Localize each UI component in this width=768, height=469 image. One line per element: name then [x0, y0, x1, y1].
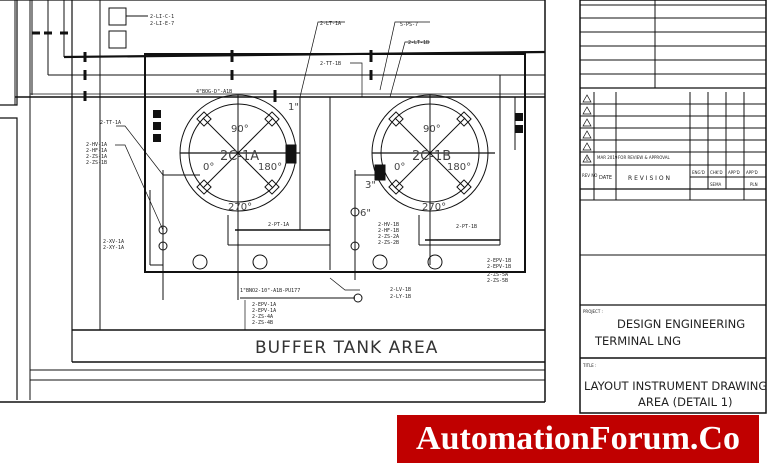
label-left-group-3: 2-ZS-1A [86, 154, 107, 160]
label-left-group-1: 2-HV-1A [86, 142, 107, 148]
tank-2c-1a [179, 94, 300, 300]
tank-right-0: 0° [394, 162, 405, 173]
label-right-group-4: 2-ZS-2B [378, 240, 399, 246]
label-xv-1a: 2-XV-1A [103, 239, 124, 245]
date-header: DATE [599, 175, 612, 181]
label-bottom-b-1: 2-EPV-1B [487, 258, 511, 264]
label-left-group-2: 2-HF-1A [86, 148, 107, 154]
title-line-2: AREA (DETAIL 1) [638, 395, 733, 409]
tank-left-270: 270° [228, 202, 252, 213]
label-right-group-3: 2-ZS-2A [378, 234, 399, 240]
label-bottom-a-4: 2-ZS-4B [252, 320, 273, 326]
title-line-1: LAYOUT INSTRUMENT DRAWING [584, 379, 767, 393]
label-top-box-1: 2-LI-C-1 [150, 14, 174, 20]
tank-tag-right: 2C-1B [412, 149, 451, 164]
tank-right-90: 90° [423, 124, 441, 135]
buffer-tank-area-box [144, 53, 526, 273]
label-xy-1a: 2-XY-1A [103, 245, 124, 251]
label-size-1: 1" [288, 102, 299, 113]
label-top-box-2: 2-LI-E-7 [150, 21, 174, 27]
tank-tag-left: 2C-1A [220, 149, 259, 164]
title-block [579, 0, 767, 414]
rev-no-header: REV NO [582, 173, 597, 178]
label-line-top: 4"BOG-D"-A1B [196, 89, 232, 95]
label-bottom-b-2: 2-EPV-1B [487, 264, 511, 270]
label-size-6: 6" [360, 208, 371, 219]
label-pt-1a: 2-PT-1A [268, 222, 289, 228]
tank-right-270: 270° [422, 202, 446, 213]
label-lt-1b: 2-LT-1B [408, 40, 429, 46]
sub-header-1: SEMA [710, 182, 722, 187]
revision-header: R E V I S I O N [628, 175, 670, 182]
label-right-group-1: 2-HV-1B [378, 222, 399, 228]
label-pt-1b: 2-PT-1B [456, 224, 477, 230]
sub-header-2: PLN [750, 182, 758, 187]
label-ly-1b: 2-LY-1B [390, 294, 411, 300]
label-bottom-b-4: 2-ZS-5B [487, 278, 508, 284]
rev-no-value: 0 [586, 157, 589, 162]
watermark-banner: AutomationForum.Co [397, 415, 759, 463]
label-lv-1b: 2-LV-1B [390, 287, 411, 293]
label-tt-1b: 2-TT-1B [320, 61, 341, 67]
appd-header-2: APP'D [746, 170, 758, 175]
rev-description: FOR REVIEW & APPROVAL [618, 155, 671, 160]
label-line-bottom: 1"BNO2-10"-A1B-PU177 [240, 288, 300, 294]
label-bottom-b-3: 2-ZS-5A [487, 272, 508, 278]
label-bottom-a-1: 2-EPV-1A [252, 302, 276, 308]
project-line-1: DESIGN ENGINEERING [617, 317, 745, 331]
label-ps-7: 5-PS-7 [400, 22, 418, 28]
label-lt-1a: 2-LT-1A [320, 21, 341, 27]
rev-date: MAR 2019 [597, 155, 618, 160]
tank-left-90: 90° [231, 124, 249, 135]
label-bottom-a-3: 2-ZS-4A [252, 314, 273, 320]
title-label: TITLE : [582, 363, 596, 368]
tank-left-180: 180° [258, 162, 282, 173]
label-tt-1a: 2-TT-1A [100, 120, 121, 126]
area-title: BUFFER TANK AREA [255, 338, 438, 358]
engd-header: ENG'D [692, 170, 705, 175]
tank-left-0: 0° [203, 162, 214, 173]
appd-header-1: APP'D [728, 170, 740, 175]
label-right-group-2: 2-HF-1B [378, 228, 399, 234]
label-bottom-a-2: 2-EPV-1A [252, 308, 276, 314]
label-size-3: 3" [365, 180, 376, 191]
chkd-header: CHK'D [710, 170, 723, 175]
tank-2c-1b [371, 94, 495, 265]
label-left-group-4: 2-ZS-1B [86, 160, 107, 166]
project-label: PROJECT : [583, 309, 603, 314]
project-line-2: TERMINAL LNG [594, 334, 681, 348]
tank-right-180: 180° [447, 162, 471, 173]
